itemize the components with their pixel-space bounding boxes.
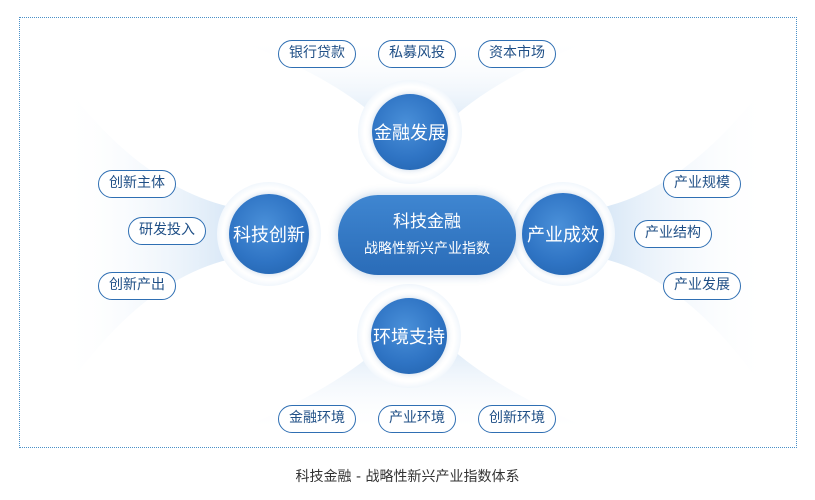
center-subtitle: 战略性新兴产业指数 (364, 241, 490, 257)
pill-innovation-output: 创新产出 (98, 272, 176, 300)
node-environment-support: 环境支持 (371, 298, 447, 374)
node-tech-innovation-label: 科技创新 (233, 225, 305, 246)
pill-capital-markets: 资本市场 (478, 40, 556, 68)
pill-bank-loans: 银行贷款 (278, 40, 356, 68)
center-index-node: 科技金融 战略性新兴产业指数 (338, 195, 516, 275)
node-environment-support-label: 环境支持 (373, 327, 445, 348)
node-tech-innovation: 科技创新 (229, 194, 309, 274)
center-title: 科技金融 (393, 212, 461, 232)
pill-innovation-environment: 创新环境 (478, 405, 556, 433)
node-industry-outcomes-label: 产业成效 (527, 225, 599, 246)
pill-private-equity-vc: 私募风投 (378, 40, 456, 68)
pill-industry-structure: 产业结构 (634, 220, 712, 248)
pill-industry-development: 产业发展 (663, 272, 741, 300)
diagram-frame: 银行贷款 私募风投 资本市场 创新主体 研发投入 创新产出 产业规模 产业结构 … (19, 17, 797, 448)
node-financial-development: 金融发展 (372, 94, 448, 170)
pill-innovation-entities: 创新主体 (98, 170, 176, 198)
pill-financial-environment: 金融环境 (278, 405, 356, 433)
pill-industry-scale: 产业规模 (663, 170, 741, 198)
node-financial-development-label: 金融发展 (374, 123, 446, 144)
pill-industry-environment: 产业环境 (378, 405, 456, 433)
pill-rd-investment: 研发投入 (128, 217, 206, 245)
node-industry-outcomes: 产业成效 (522, 193, 604, 275)
figure-caption: 科技金融 - 战略性新兴产业指数体系 (295, 469, 520, 485)
